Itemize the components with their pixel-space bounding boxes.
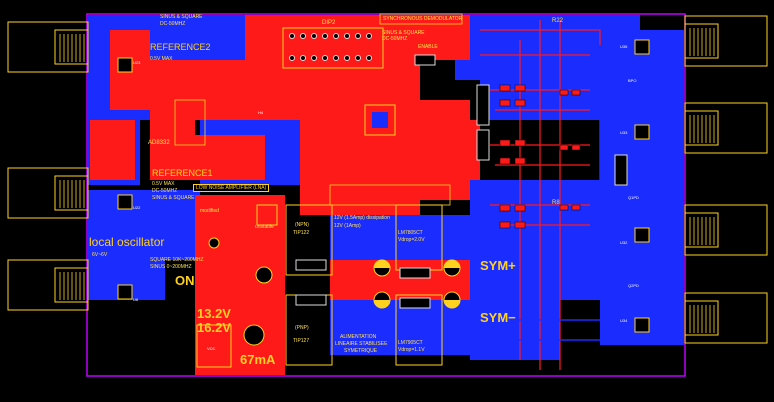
q2pd-label: Q2PD bbox=[628, 283, 639, 288]
reference1-sub2: SINUS & SQUARE bbox=[152, 195, 195, 201]
voltage-1: 13.2V bbox=[197, 306, 231, 321]
bpo-label: BPO bbox=[628, 78, 637, 83]
sym-minus-label: SYM− bbox=[480, 310, 516, 325]
alim-2: LINEAIRE STABILISEE bbox=[335, 341, 388, 347]
dc50-label: DC-50MHZ bbox=[382, 36, 408, 42]
pnp-label: (PNP) bbox=[295, 325, 309, 331]
u33-label: U33 bbox=[620, 130, 628, 135]
local-osc-square: SQUARE 10K~200MHZ bbox=[150, 257, 204, 263]
dissipation-label: 12V (1.5Amp) dissipation bbox=[334, 215, 390, 221]
tip122-label: TIP122 bbox=[293, 230, 310, 236]
r22-label: R22 bbox=[552, 18, 564, 24]
reference1-label: REFERENCE1 bbox=[152, 168, 213, 178]
u34-label: U34 bbox=[620, 318, 628, 323]
sym-plus-label: SYM+ bbox=[480, 258, 516, 273]
current-label: 67mA bbox=[240, 352, 276, 367]
reference1-amp: 0.5V MAX bbox=[152, 181, 175, 187]
u35-label: U35 bbox=[620, 44, 628, 49]
vcc-label: VCC bbox=[207, 346, 216, 351]
dissipation2-label: 12V (1Amp) bbox=[334, 223, 361, 229]
lm7905-label: LM7905CT bbox=[398, 340, 423, 346]
dip2-label: DIP2 bbox=[322, 20, 336, 26]
vdrop2-label: Vdrop=1.1V bbox=[398, 347, 425, 353]
u23-label: U23 bbox=[133, 60, 141, 65]
on-label: ON bbox=[175, 273, 195, 288]
reference1-sub1: DC-50MHZ bbox=[152, 188, 178, 194]
voltage-2: 16.2V bbox=[197, 320, 231, 335]
alim-1: ALIMENTATION bbox=[340, 334, 377, 340]
lna-label: LOW NOISE AMPLIFIER (LNA) bbox=[193, 184, 270, 192]
u8-label: U8 bbox=[133, 297, 139, 302]
q1pd-label: Q1PD bbox=[628, 195, 639, 200]
ad8332-label: AD8332 bbox=[148, 140, 170, 146]
unstable-label: unstable bbox=[255, 224, 274, 230]
local-oscillator-label: local oscillator bbox=[89, 235, 165, 249]
enable-label: ENABLE bbox=[418, 44, 438, 50]
reference2-sub2: DC-50MHZ bbox=[160, 21, 186, 27]
modified-label: modified bbox=[200, 208, 219, 214]
vdrop1-label: Vdrop=2.0V bbox=[398, 237, 425, 243]
u22-label: U22 bbox=[133, 205, 141, 210]
lm7805-label: LM7805CT bbox=[398, 230, 423, 236]
npn-label: (NPN) bbox=[295, 222, 309, 228]
local-osc-sinus: SINUS 0~200MHZ bbox=[150, 264, 192, 270]
u32-label: U32 bbox=[620, 240, 628, 245]
r8-label: R8 bbox=[552, 200, 560, 206]
h4-label: H4 bbox=[258, 110, 264, 115]
tip127-label: TIP127 bbox=[293, 338, 310, 344]
alim-3: SYMETRIQUE bbox=[344, 348, 378, 354]
reference2-amp: 0.5V MAX bbox=[150, 56, 173, 62]
reference2-sub1: SINUS & SQUARE bbox=[160, 14, 203, 20]
reference2-label: REFERENCE2 bbox=[150, 42, 211, 52]
sinus-square-label: SINUS & SQUARE bbox=[382, 30, 425, 36]
sync-demod-label: SYNCHRONOUS DEMODULATOR bbox=[383, 16, 463, 22]
local-osc-range: 6V~6V bbox=[92, 252, 108, 258]
